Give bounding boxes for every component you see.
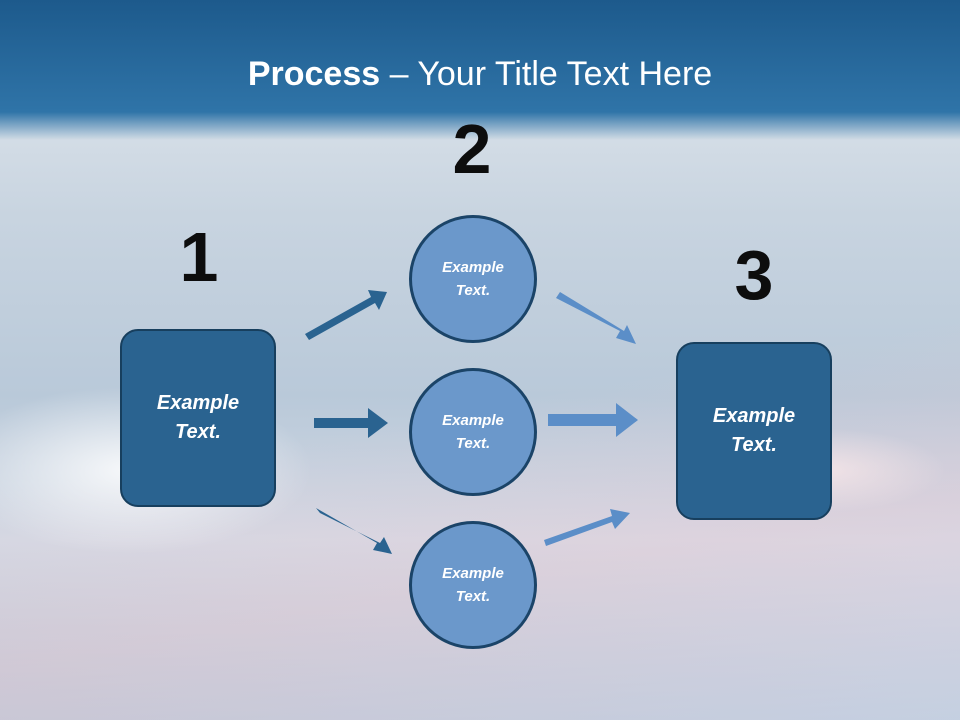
circle-bottom-label: Example Text. [428, 562, 518, 608]
step-number-1: 1 [179, 218, 219, 296]
arrow-1-to-bottom-icon [316, 508, 392, 554]
circle-top-label-line1: Example [442, 259, 504, 276]
circle-bottom-label-line1: Example [442, 565, 504, 582]
step-3-label-line1: Example [712, 405, 796, 427]
circle-middle-label-line1: Example [442, 412, 504, 429]
step-number-2: 2 [452, 110, 492, 188]
step-1-box: Example Text. [120, 329, 276, 507]
circle-top-label: Example Text. [428, 256, 518, 302]
title-bold: Process [247, 55, 381, 93]
circle-bottom-label-line2: Text. [455, 588, 491, 605]
step-1-label-line1: Example [156, 392, 240, 414]
arrow-middle-to-3-icon [548, 403, 638, 437]
circle-middle-label: Example Text. [428, 409, 518, 455]
circle-middle: Example Text. [409, 368, 537, 496]
arrow-top-to-3-icon [556, 292, 636, 344]
arrow-bottom-to-3-icon [544, 509, 630, 546]
step-number-3: 3 [734, 236, 774, 314]
circle-bottom: Example Text. [409, 521, 537, 649]
step-3-label: Example Text. [699, 402, 809, 460]
step-1-label: Example Text. [143, 389, 253, 447]
circle-middle-label-line2: Text. [455, 435, 491, 452]
step-1-label-line2: Text. [175, 421, 221, 443]
slide-title: Process – Your Title Text Here [0, 52, 960, 96]
step-3-label-line2: Text. [731, 434, 777, 456]
step-3-box: Example Text. [676, 342, 832, 520]
title-band [0, 0, 960, 140]
arrow-1-to-middle-icon [314, 408, 388, 438]
arrow-1-to-top-icon [305, 290, 387, 340]
circle-top-label-line2: Text. [455, 282, 491, 299]
title-rest: – Your Title Text Here [380, 55, 713, 93]
circle-top: Example Text. [409, 215, 537, 343]
